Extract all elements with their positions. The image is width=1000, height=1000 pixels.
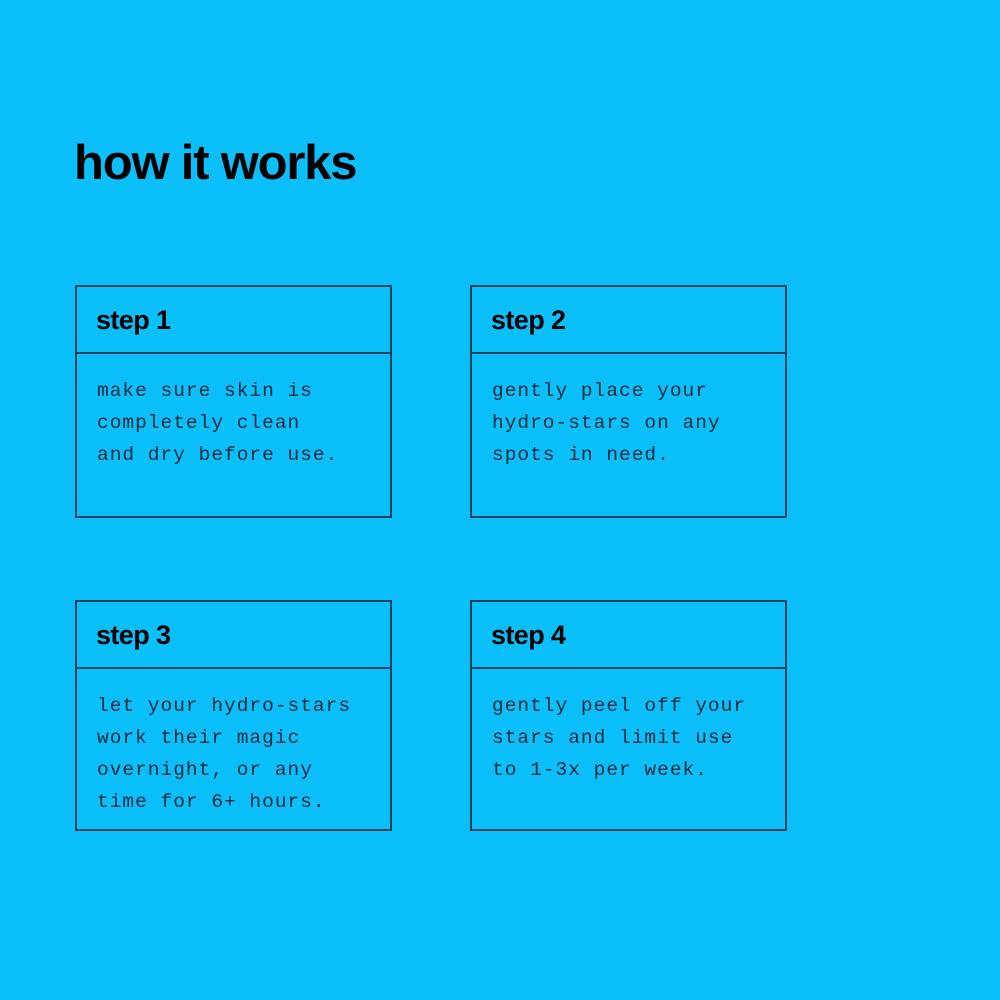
step-card-4-header: step 4 [472, 602, 785, 669]
step-card-4-body: gently peel off your stars and limit use… [472, 669, 785, 829]
step-card-3-header-label: step 3 [96, 619, 171, 650]
step-card-1-body-text: make sure skin is completely clean and d… [97, 380, 339, 466]
step-card-1: step 1 make sure skin is completely clea… [75, 285, 392, 518]
step-card-4: step 4 gently peel off your stars and li… [470, 600, 787, 831]
page-title: how it works [74, 135, 358, 190]
step-card-1-header-label: step 1 [96, 304, 171, 335]
step-card-2-header: step 2 [472, 287, 785, 354]
step-card-3-body: let your hydro-stars work their magic ov… [77, 669, 390, 829]
step-card-1-body: make sure skin is completely clean and d… [77, 354, 390, 516]
step-card-1-header: step 1 [77, 287, 390, 354]
step-card-2-body: gently place your hydro-stars on any spo… [472, 354, 785, 516]
steps-grid: step 1 make sure skin is completely clea… [75, 285, 787, 831]
step-card-2-body-text: gently place your hydro-stars on any spo… [492, 380, 721, 466]
step-card-4-header-label: step 4 [491, 619, 566, 650]
step-card-2: step 2 gently place your hydro-stars on … [470, 285, 787, 518]
step-card-3: step 3 let your hydro-stars work their m… [75, 600, 392, 831]
step-card-3-body-text: let your hydro-stars work their magic ov… [97, 695, 352, 813]
step-card-2-header-label: step 2 [491, 304, 566, 335]
step-card-3-header: step 3 [77, 602, 390, 669]
step-card-4-body-text: gently peel off your stars and limit use… [492, 695, 747, 781]
